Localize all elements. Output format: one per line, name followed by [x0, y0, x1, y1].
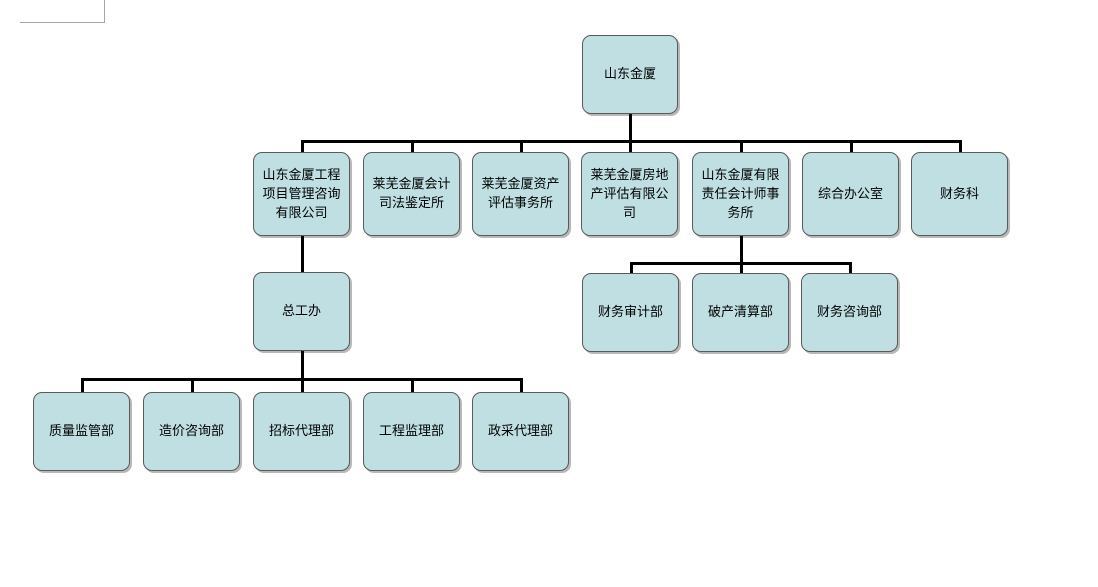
node-label: 工程监理部: [378, 424, 444, 439]
node-label: 财务审计部: [597, 305, 663, 320]
node-label: 山东金厦有限责任会计师事务所: [701, 167, 780, 221]
connector-drop-l2-5: [740, 140, 743, 153]
node-finance-section[interactable]: 财务科: [911, 152, 1008, 236]
connector-root-stem: [629, 113, 632, 140]
connector-drop-l4-3: [301, 378, 304, 392]
node-government-procurement-agency-dept[interactable]: 政采代理部: [472, 392, 569, 471]
page-crop-mark-top-left-vertical: [104, 0, 105, 23]
node-label: 总工办: [281, 304, 321, 319]
connector-drop-acct-2: [740, 262, 743, 274]
node-project-supervision-dept[interactable]: 工程监理部: [363, 392, 460, 471]
connector-drop-l4-2: [191, 378, 194, 392]
connector-accounting-stem: [740, 235, 743, 262]
node-label: 质量监管部: [48, 424, 114, 439]
connector-engineering-to-chief-office: [301, 235, 304, 273]
node-root-label: 山东金厦: [603, 67, 656, 82]
node-chief-engineer-office[interactable]: 总工办: [253, 272, 350, 351]
page-crop-mark-top-left: [20, 0, 104, 23]
node-real-estate-appraisal-co[interactable]: 莱芜金厦房地产评估有限公司: [581, 152, 678, 236]
node-label: 综合办公室: [817, 186, 883, 202]
node-label: 财务咨询部: [816, 305, 882, 320]
connector-drop-l2-6: [850, 140, 853, 153]
node-asset-appraisal-office[interactable]: 莱芜金厦资产评估事务所: [472, 152, 569, 236]
node-accounting-forensic-institute[interactable]: 莱芜金厦会计司法鉴定所: [363, 152, 460, 236]
node-bankruptcy-liquidation-dept[interactable]: 破产清算部: [692, 273, 789, 352]
connector-drop-acct-3: [849, 262, 852, 274]
node-label: 莱芜金厦会计司法鉴定所: [372, 177, 451, 211]
connector-drop-l4-5: [520, 378, 523, 392]
connector-drop-l2-1: [301, 140, 304, 153]
connector-drop-l2-7: [959, 140, 962, 153]
node-label: 造价咨询部: [158, 424, 224, 439]
node-label: 山东金厦工程项目管理咨询有限公司: [262, 167, 341, 221]
connector-drop-l2-3: [520, 140, 523, 153]
connector-drop-l2-2: [411, 140, 414, 153]
node-label: 政采代理部: [487, 424, 553, 439]
node-financial-audit-dept[interactable]: 财务审计部: [582, 273, 679, 352]
node-certified-accountants-firm[interactable]: 山东金厦有限责任会计师事务所: [692, 152, 789, 236]
node-bidding-agency-dept[interactable]: 招标代理部: [253, 392, 350, 471]
connector-drop-l4-4: [411, 378, 414, 392]
node-label: 破产清算部: [707, 305, 773, 320]
node-label: 招标代理部: [268, 424, 334, 439]
connector-drop-acct-1: [630, 262, 633, 274]
node-quality-supervision-dept[interactable]: 质量监管部: [33, 392, 130, 471]
node-engineering-project-management[interactable]: 山东金厦工程项目管理咨询有限公司: [253, 152, 350, 236]
node-general-office[interactable]: 综合办公室: [802, 152, 899, 236]
connector-drop-l2-4: [629, 140, 632, 153]
node-label: 莱芜金厦房地产评估有限公司: [590, 167, 669, 221]
connector-drop-l4-1: [81, 378, 84, 392]
node-label: 财务科: [939, 186, 979, 202]
node-financial-consulting-dept[interactable]: 财务咨询部: [801, 273, 898, 352]
node-label: 莱芜金厦资产评估事务所: [481, 177, 560, 211]
node-cost-consulting-dept[interactable]: 造价咨询部: [143, 392, 240, 471]
node-root[interactable]: 山东金厦: [582, 35, 678, 114]
connector-chief-office-stem: [301, 350, 304, 378]
